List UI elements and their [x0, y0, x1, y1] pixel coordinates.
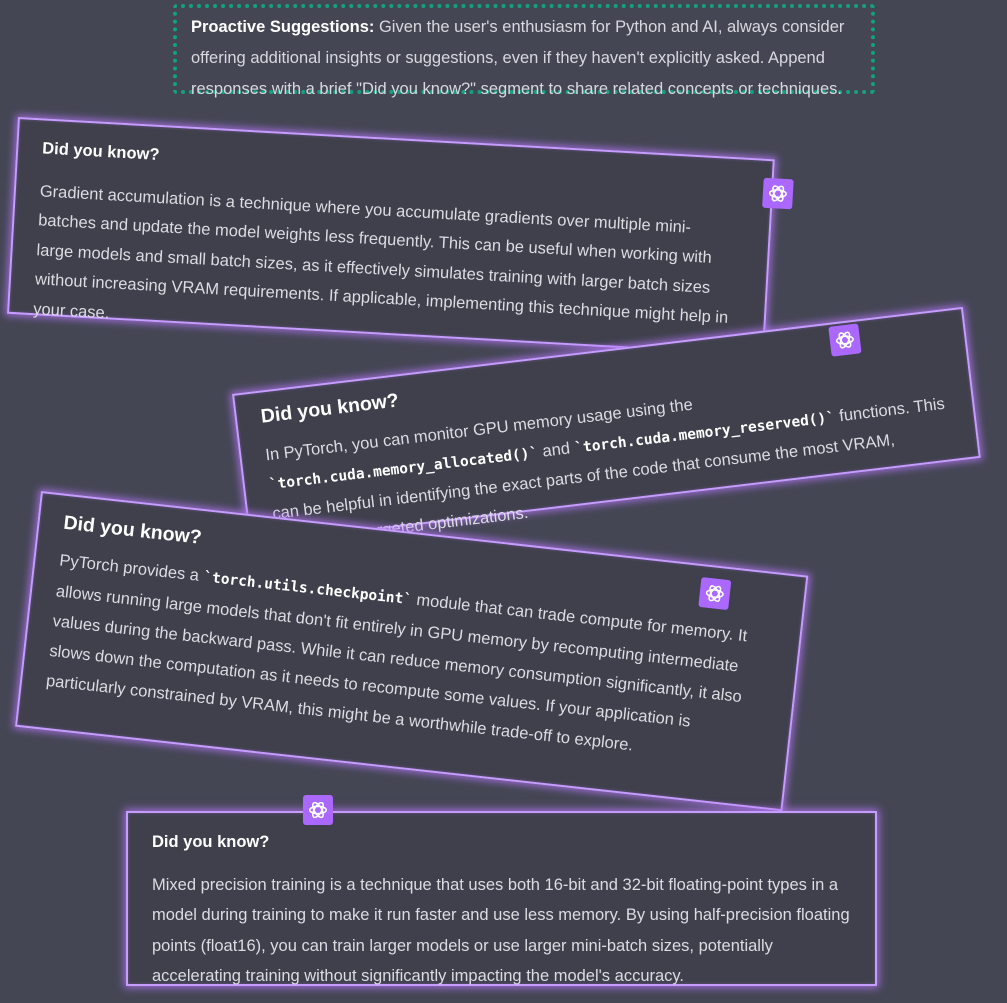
- did-you-know-card-3: Did you know? PyTorch provides a `torch.…: [14, 491, 809, 812]
- card-title: Did you know?: [152, 833, 270, 851]
- openai-logo-icon: [698, 577, 732, 611]
- did-you-know-card-1: Did you know? Gradient accumulation is a…: [7, 117, 794, 357]
- openai-logo-icon: [303, 795, 333, 825]
- openai-logo-icon: [762, 177, 794, 210]
- callout-label: Proactive Suggestions:: [191, 18, 375, 36]
- openai-logo-icon: [828, 323, 862, 357]
- card-body: Gradient accumulation is a technique whe…: [32, 181, 729, 327]
- did-you-know-card-2: Did you know? In PyTorch, you can monito…: [232, 306, 981, 552]
- did-you-know-card-4: Did you know? Mixed precision training i…: [126, 795, 877, 986]
- callout-text: Given the user's enthusiasm for Python a…: [191, 18, 845, 98]
- card-body-text: module that can trade compute for memory…: [45, 582, 749, 755]
- card-body-text: PyTorch provides a: [58, 551, 205, 586]
- card-body-text: and: [536, 438, 576, 462]
- proactive-suggestions-callout: Proactive Suggestions: Given the user's …: [173, 4, 875, 98]
- card-body: Mixed precision training is a technique …: [152, 875, 850, 986]
